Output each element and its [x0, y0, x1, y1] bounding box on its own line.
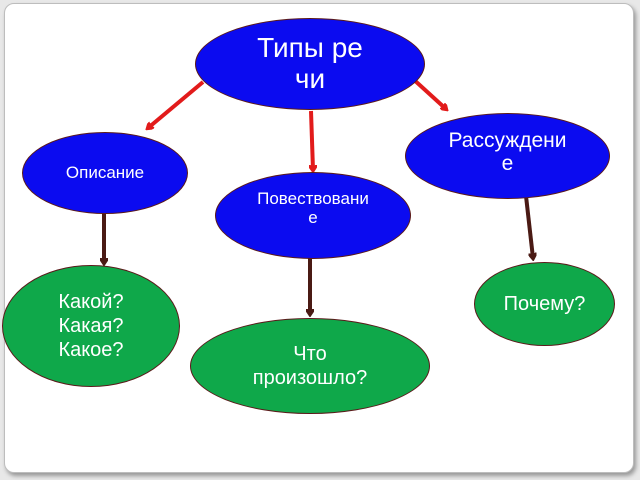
root-label: Типы речи	[257, 32, 363, 94]
arrow-rassuzhdenie-to-question	[524, 195, 533, 258]
arrow-root-to-opisanie	[148, 80, 205, 128]
type-label-rassuzhdenie: Рассуждение	[448, 128, 567, 175]
question-node-povestvovanie: Что произошло?	[190, 318, 430, 414]
type-node-opisanie: Описание	[22, 132, 188, 214]
type-node-povestvovanie: Повествование	[215, 172, 411, 259]
question-label-rassuzhdenie: Почему?	[503, 293, 586, 315]
question-node-rassuzhdenie: Почему?	[474, 262, 615, 346]
arrow-root-to-povestvovanie	[311, 110, 313, 170]
type-node-rassuzhdenie: Рассуждение	[405, 113, 610, 199]
question-node-opisanie: Какой? Какая? Какое?	[2, 265, 180, 387]
type-label-opisanie: Описание	[65, 162, 145, 182]
type-label-povestvovanie: Повествование	[257, 188, 369, 227]
question-label-opisanie: Какой? Какая? Какое?	[58, 291, 124, 361]
question-label-povestvovanie: Что произошло?	[252, 343, 368, 389]
root-node: Типы речи	[195, 18, 425, 110]
